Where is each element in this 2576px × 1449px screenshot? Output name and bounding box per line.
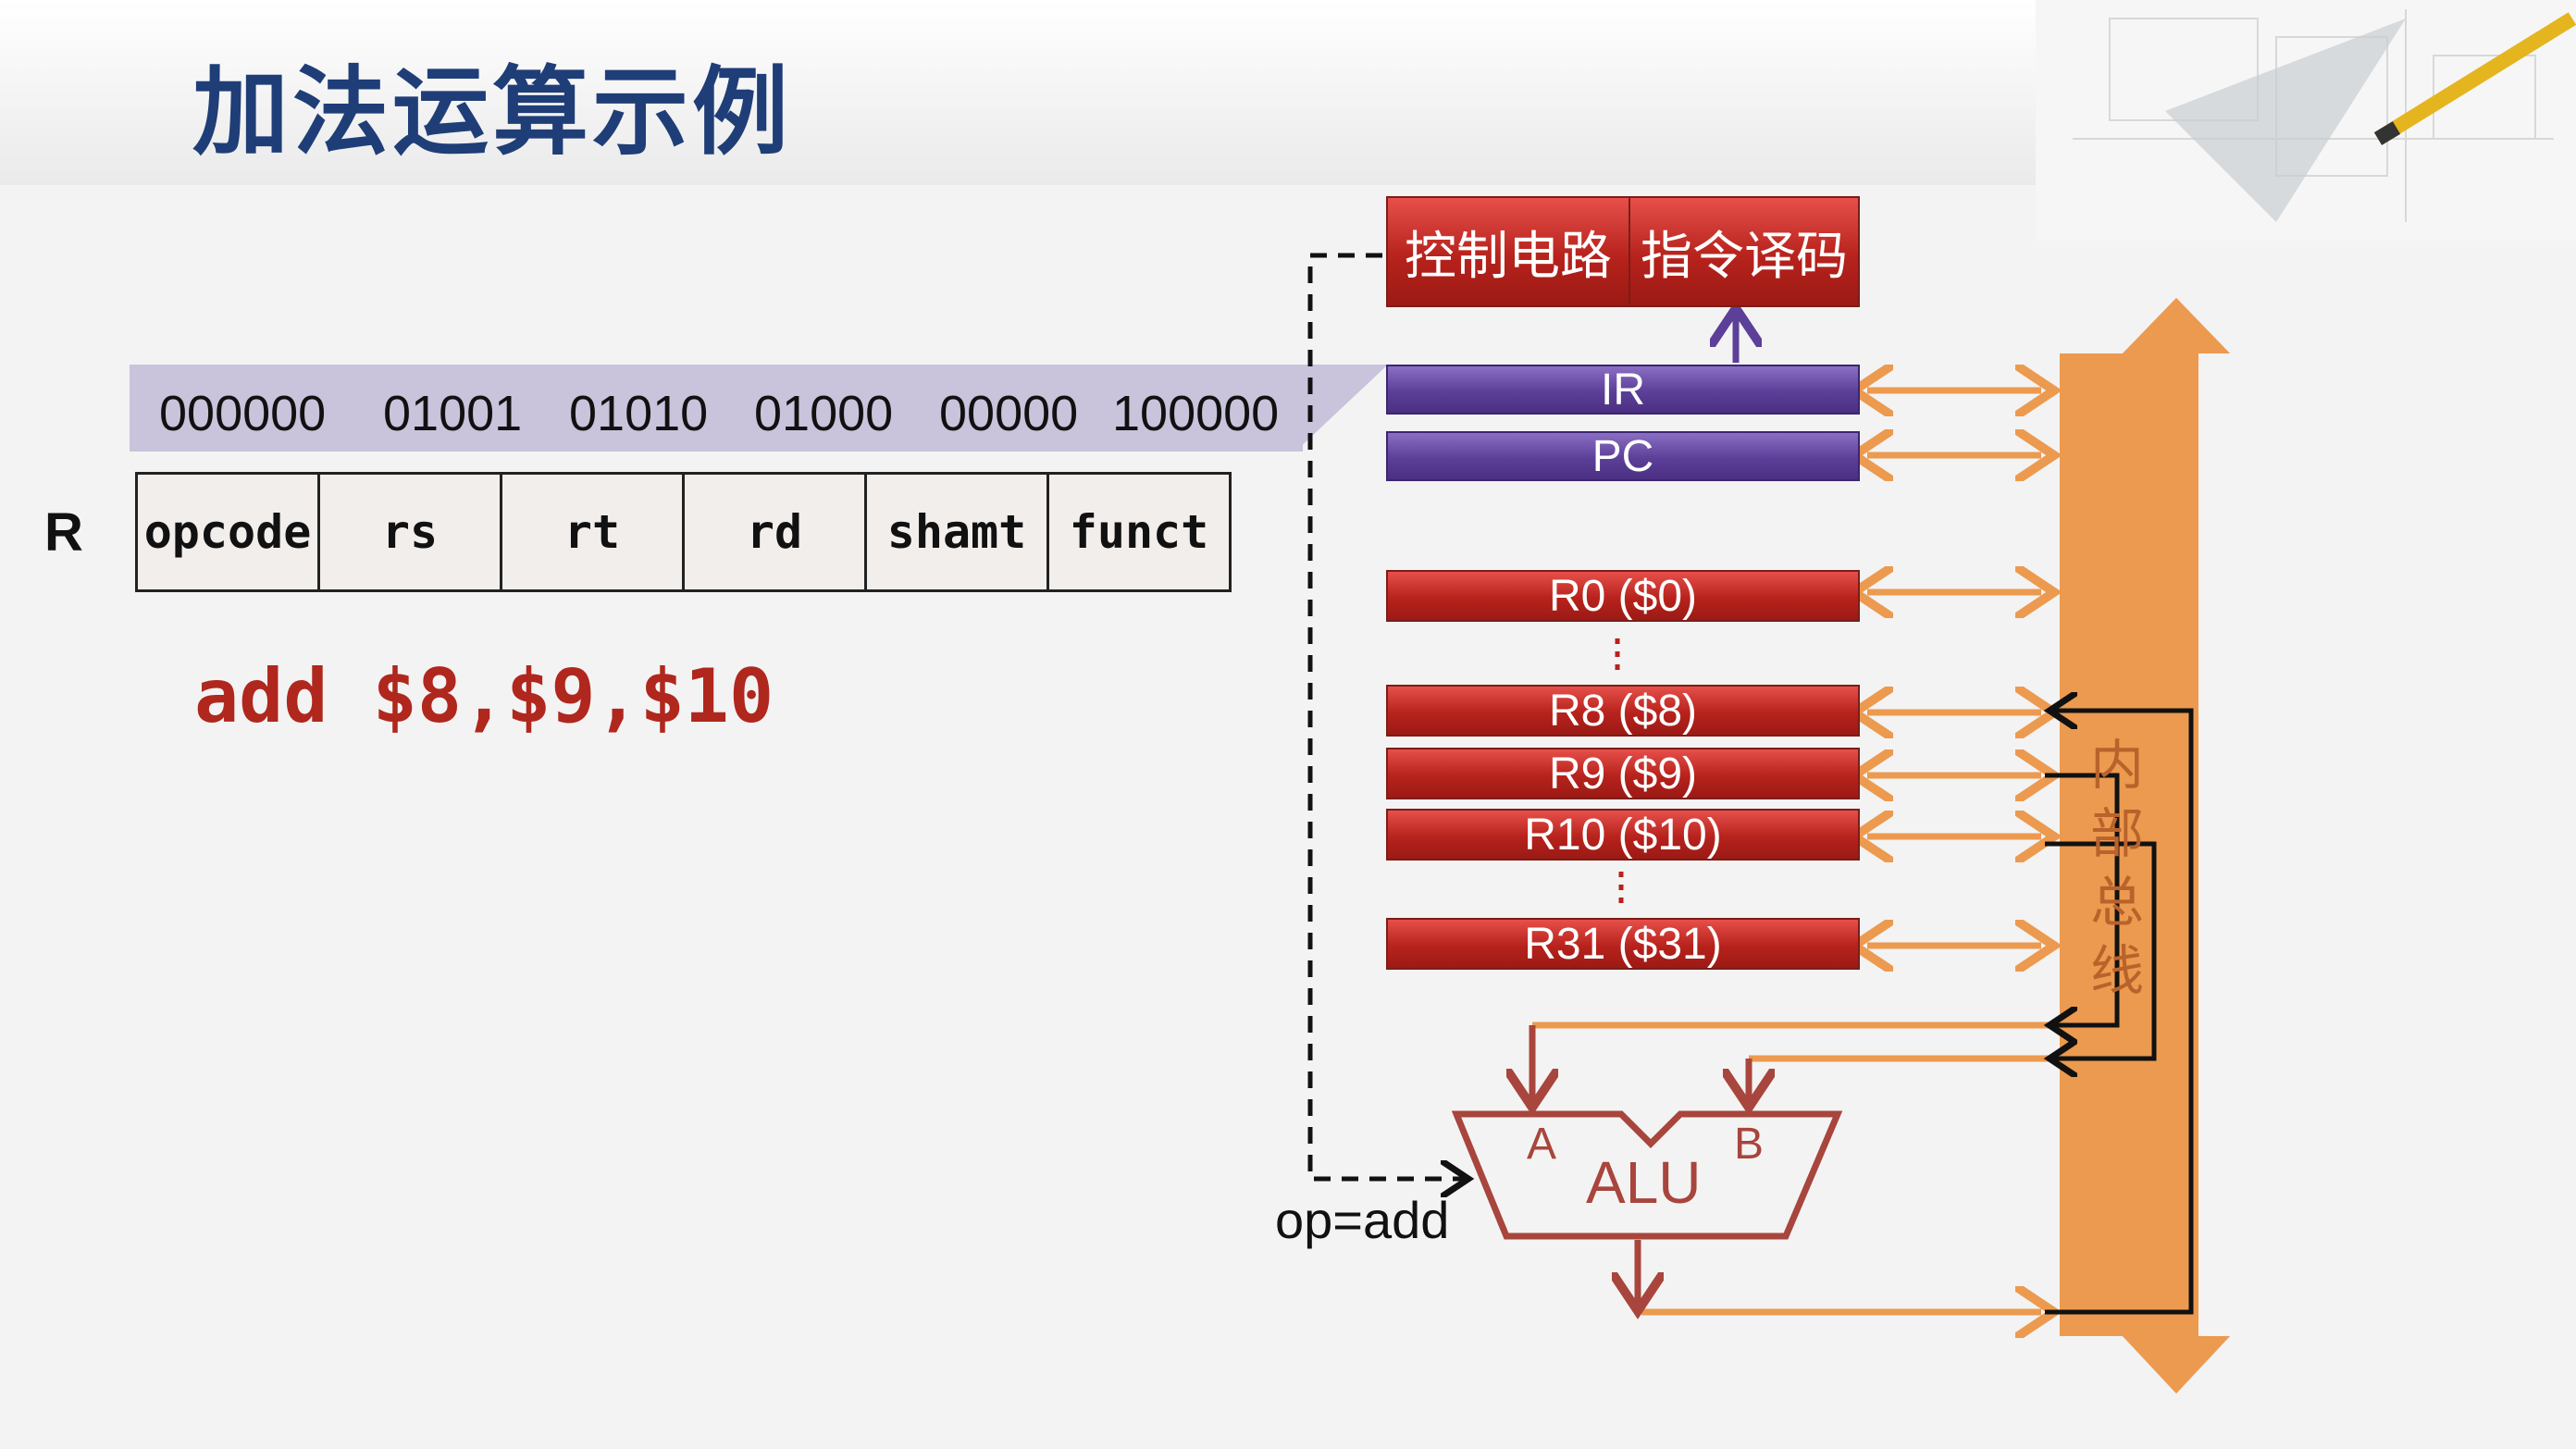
pc-register: PC [1386,431,1860,481]
field-opcode: opcode [135,472,320,592]
alu-op-label: op=add [1275,1191,1449,1249]
field-shamt: shamt [864,472,1049,592]
binary-opcode: 000000 [159,386,327,441]
binary-band-connector [1295,365,1388,452]
r0-register: R0 ($0) [1386,570,1860,622]
control-circuit-box: 控制电路 [1386,196,1630,307]
binary-rt: 01010 [569,386,709,441]
field-rd: rd [682,472,867,592]
r31-register: R31 ($31) [1386,918,1860,970]
slide-title: 加法运算示例 [192,56,793,168]
r8-register: R8 ($8) [1386,685,1860,737]
field-rt: rt [500,472,685,592]
register-ellipsis [1615,638,1624,905]
alu-shape [1451,1110,1843,1240]
alu-input-b: B [1734,1120,1764,1169]
binary-shamt: 00000 [939,386,1079,441]
binary-rs: 01001 [383,386,523,441]
binary-funct: 100000 [1112,386,1280,441]
field-funct: funct [1046,472,1232,592]
instruction-decode-box: 指令译码 [1629,196,1860,307]
internal-bus-label: 内部总线 [2089,734,2144,1002]
alu-input-a: A [1527,1120,1556,1169]
ir-register: IR [1386,365,1860,415]
instruction-text: add $8,$9,$10 [194,653,774,739]
pencil-ruler-decoration [2036,0,2576,241]
r-format-table: opcode rs rt rd shamt funct [135,472,1232,592]
r10-register: R10 ($10) [1386,809,1860,861]
r9-register: R9 ($9) [1386,748,1860,799]
field-rs: rs [317,472,502,592]
alu-label: ALU [1586,1149,1702,1216]
binary-rd: 01000 [754,386,894,441]
binary-band [130,365,1303,452]
format-row-label: R [44,502,83,563]
